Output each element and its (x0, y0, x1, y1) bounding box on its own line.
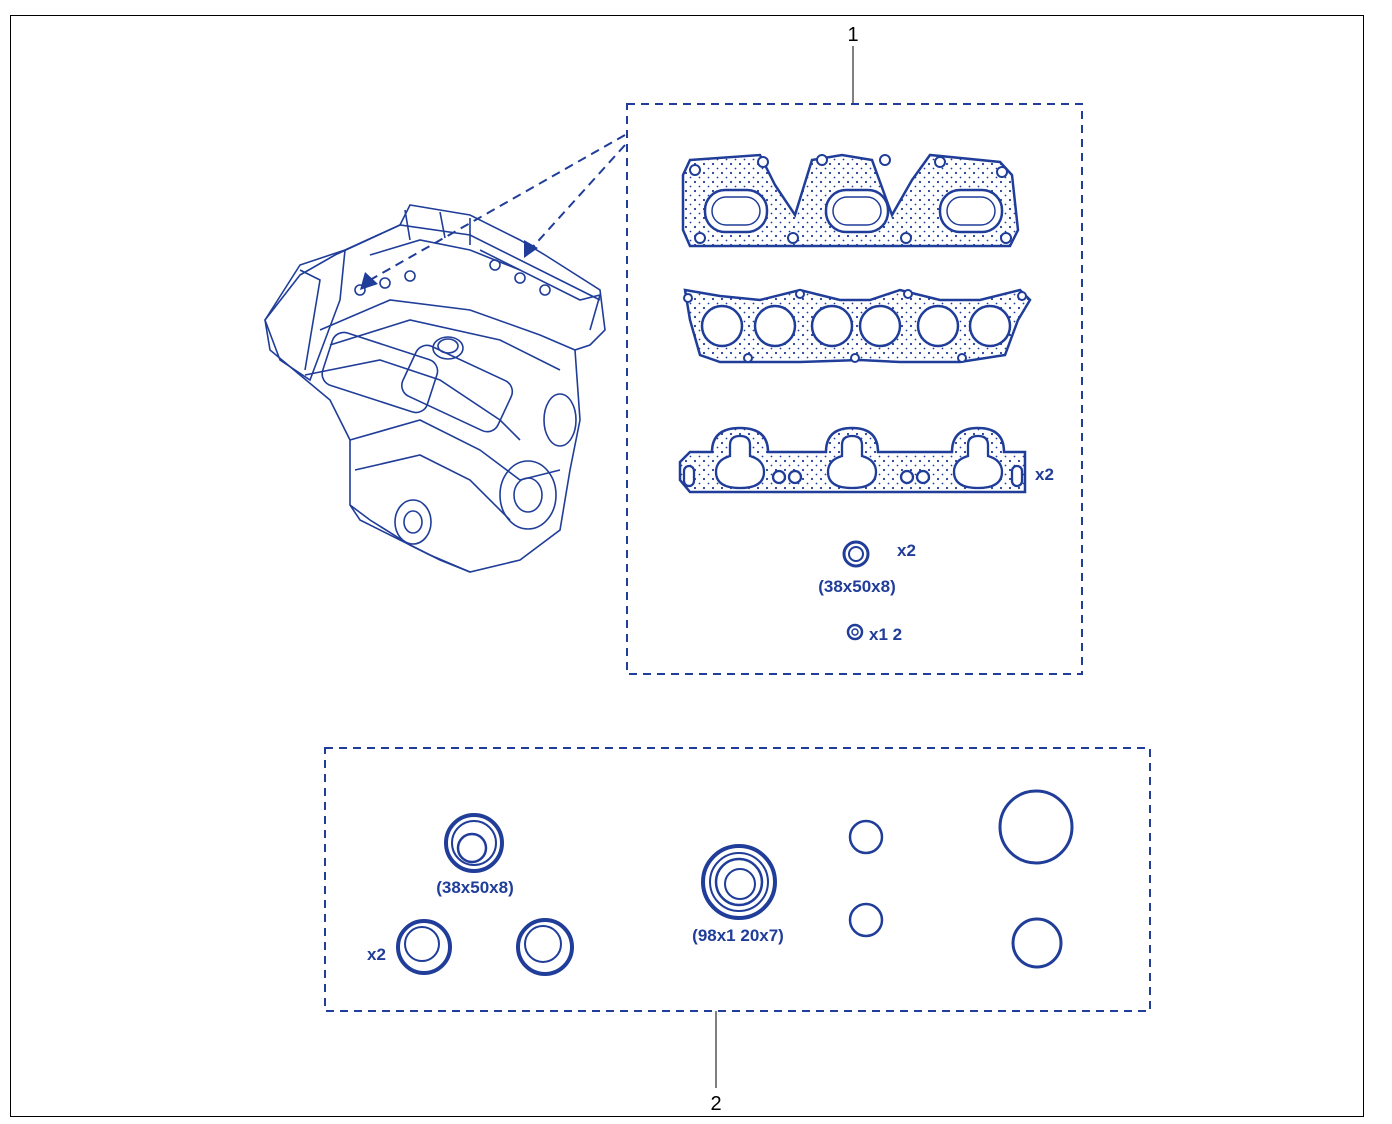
plenum-gasket (678, 426, 1027, 494)
cup-seal-qty: x2 (367, 945, 386, 964)
callout-1-label: 1 (847, 24, 858, 46)
cup-seal-left-icon (396, 919, 452, 975)
crankshaft-seal-icon (701, 844, 777, 920)
engine-illustration (264, 204, 606, 573)
o-ring-small-bottom-icon (848, 902, 884, 938)
crankshaft-seal-size: (98x1 20x7) (692, 926, 784, 945)
intake-manifold-gasket (683, 288, 1032, 364)
o-ring-medium-icon (1011, 917, 1063, 969)
upper-seal-qty: x2 (897, 541, 916, 560)
exhaust-manifold-gasket (681, 153, 1020, 248)
upper-kit-box (626, 103, 1083, 675)
plenum-gasket-qty: x2 (1035, 465, 1054, 484)
camshaft-seal-size: (38x50x8) (436, 878, 514, 897)
o-ring-small-top-icon (848, 819, 884, 855)
engine-pointer-lines (360, 134, 626, 290)
camshaft-seal-icon (444, 813, 504, 873)
valve-stem-seal-icon (846, 623, 864, 641)
valve-stem-seal-qty: x1 2 (869, 625, 902, 644)
lower-kit-box (324, 747, 1151, 1012)
callout-2-label: 2 (710, 1093, 721, 1115)
cup-seal-right-icon (516, 918, 574, 976)
o-ring-large-icon (998, 789, 1074, 865)
upper-seal-size: (38x50x8) (818, 577, 896, 596)
drawing-frame (10, 15, 1364, 1117)
upper-seal-icon (842, 540, 870, 568)
